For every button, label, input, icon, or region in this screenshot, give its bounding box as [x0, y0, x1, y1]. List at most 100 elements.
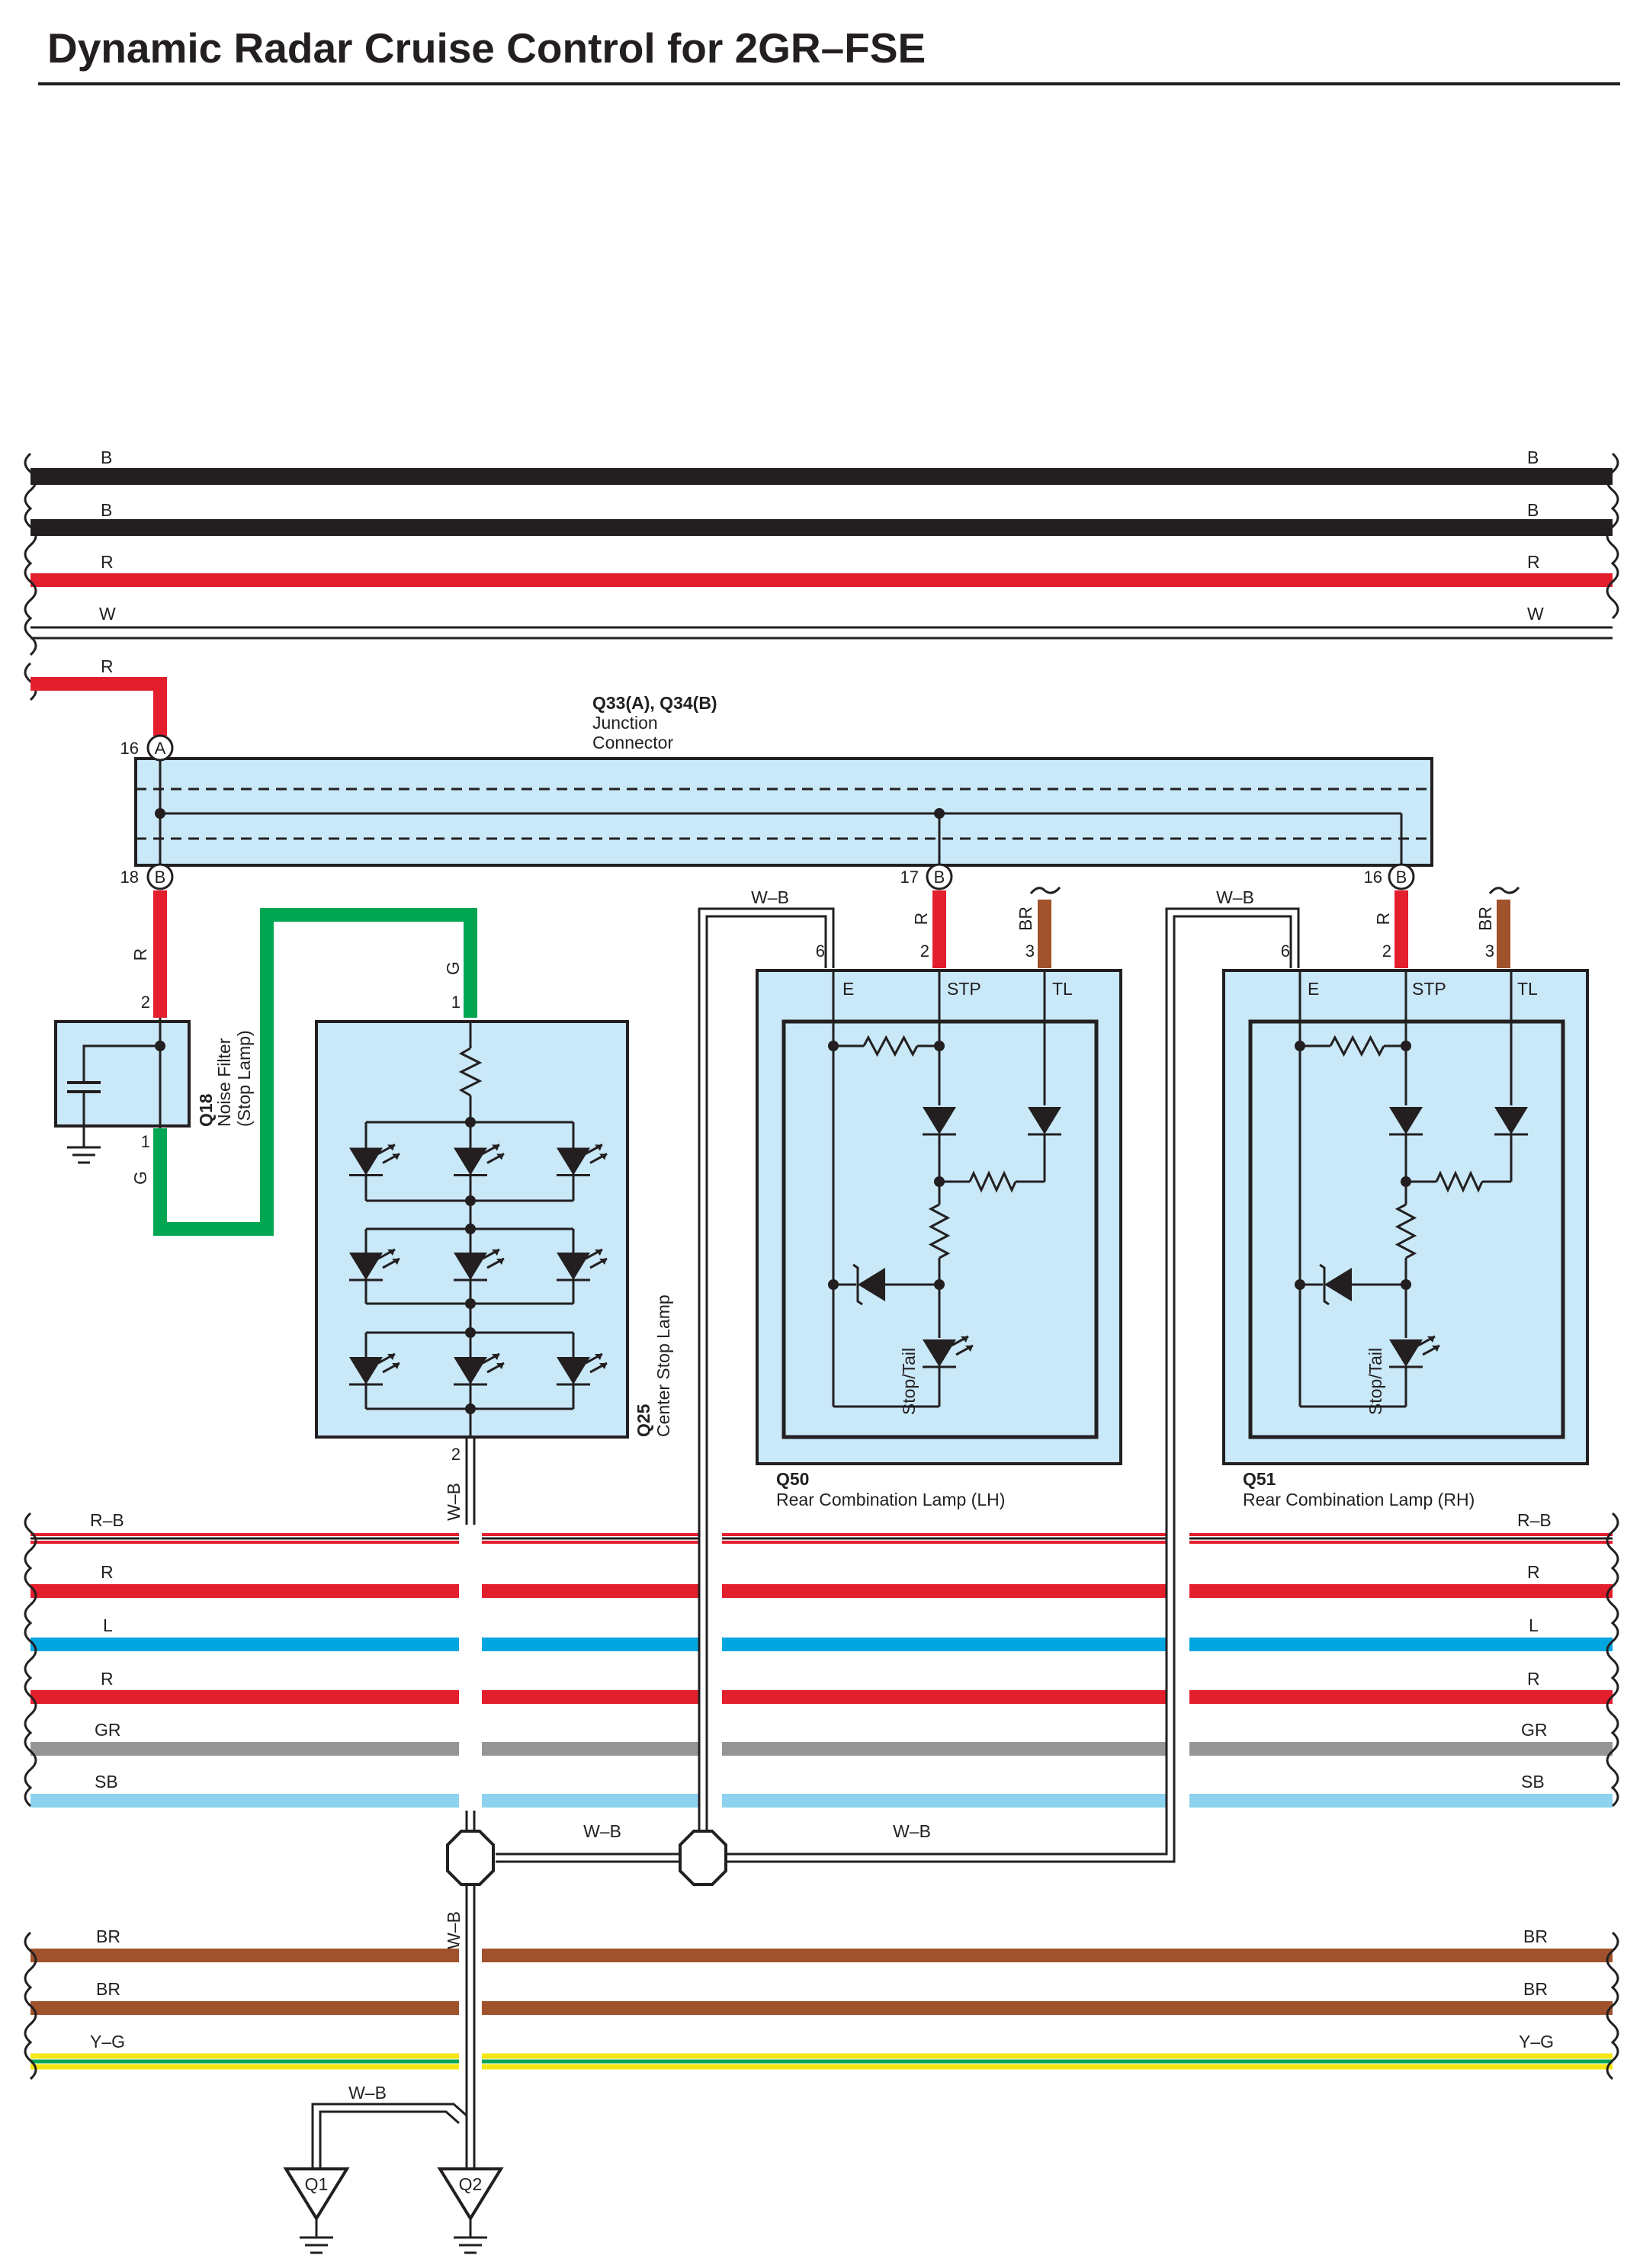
- pin-letter: B: [934, 868, 945, 887]
- led-arrow-icon: [595, 1144, 602, 1151]
- diode-icon: [454, 1357, 487, 1384]
- terminal-label: TL: [1052, 979, 1073, 999]
- pin-number: 2: [141, 993, 150, 1012]
- diode-icon: [454, 1147, 487, 1176]
- terminal-label: TL: [1517, 979, 1538, 999]
- center-stop-lamp-q25: 1 2 Q25 Center Stop Lamp: [315, 993, 673, 1464]
- wire-wb: [698, 907, 835, 1841]
- wire-label: L: [103, 1615, 113, 1635]
- internal-label: Stop/Tail: [1366, 1348, 1385, 1415]
- wire-label: W–B: [1216, 887, 1254, 907]
- led-arrow-icon: [387, 1354, 395, 1360]
- pin-number: 2: [1382, 942, 1391, 961]
- led-arrow-icon: [392, 1259, 400, 1265]
- wire-label: R: [1527, 1562, 1540, 1582]
- lamp-rh-circuit: [1295, 970, 1528, 1408]
- led-arrow-icon: [595, 1354, 602, 1360]
- pin-number: 1: [141, 1132, 150, 1151]
- pin-marker: [146, 734, 174, 762]
- wb-return-wires: W–B W–B W–B W–B W–B: [444, 887, 1300, 1949]
- led-arrow-icon: [496, 1153, 504, 1160]
- led-arrow-icon: [599, 1363, 607, 1369]
- wire-wb: [311, 2081, 468, 2169]
- wire-label: Y–G: [90, 2032, 125, 2051]
- rear-combination-lamp-lh: R BR 6 2 3 E STP TL Stop/Tail Q50 Rear C…: [756, 887, 1122, 1509]
- bus-break-right: [1606, 452, 1619, 620]
- pin-marker: [146, 863, 174, 890]
- led-arrow-icon: [599, 1153, 607, 1160]
- led-arrow-icon: [392, 1363, 400, 1369]
- crossing-gap: [459, 1944, 482, 2077]
- diode-icon: [1494, 1107, 1528, 1134]
- component-code: Q33(A), Q34(B): [592, 693, 717, 713]
- ground-q2-icon: [437, 2167, 504, 2221]
- led-arrow-icon: [965, 1346, 973, 1352]
- led-arrow-icon: [496, 1259, 504, 1265]
- resistor-icon: [1394, 1203, 1417, 1259]
- zener-diode-icon: [858, 1268, 885, 1301]
- wire-label: B: [1527, 448, 1539, 467]
- pin-number: 2: [451, 1445, 461, 1464]
- pin-marker: [926, 863, 953, 890]
- pin-number: 3: [1025, 942, 1035, 961]
- resistor-icon: [928, 1203, 951, 1259]
- noise-filter-q18: 2 1 Q18 Noise Filter (Stop Lamp): [54, 993, 254, 1164]
- wire-label: W: [99, 604, 116, 624]
- diode-icon: [1028, 1107, 1061, 1134]
- wire-wb: [724, 907, 1300, 1856]
- wire-label: R: [1373, 913, 1393, 925]
- wire-label: Y–G: [1519, 2032, 1554, 2051]
- pin-number: 16: [120, 739, 139, 758]
- wire-label: GR: [1521, 1720, 1548, 1740]
- wire-label: R–B: [1517, 1510, 1552, 1530]
- pin-letter: B: [155, 868, 166, 887]
- wire-break: [1029, 887, 1061, 894]
- wire-label: G: [130, 1171, 150, 1185]
- lamp-lh-circuit: [828, 970, 1061, 1408]
- component-name: Rear Combination Lamp (RH): [1243, 1490, 1475, 1509]
- component-name: Noise Filter: [214, 1038, 234, 1127]
- wire-label: W–B: [893, 1821, 931, 1841]
- bus-break-right: [1606, 1512, 1619, 1808]
- led-arrow-icon: [392, 1153, 400, 1160]
- bus-break-right: [1606, 1931, 1619, 2080]
- junction-body: [134, 757, 1433, 867]
- pin-marker: [1388, 863, 1415, 890]
- pin-number: 2: [920, 942, 929, 961]
- terminal-label: E: [842, 979, 854, 999]
- wire-label: W–B: [348, 2083, 387, 2103]
- crossing-gap: [1167, 1525, 1189, 1811]
- noise-filter-body: [54, 1020, 191, 1128]
- diagram-title: Dynamic Radar Cruise Control for 2GR–FSE: [47, 24, 926, 72]
- component-name: Junction: [592, 713, 658, 733]
- wire-label: W: [1527, 604, 1544, 624]
- component-code: Q18: [196, 1093, 216, 1127]
- component-name: Rear Combination Lamp (LH): [776, 1490, 1005, 1509]
- junction-connector: Q33(A), Q34(B) Junction Connector A 16 B…: [120, 693, 1433, 890]
- diode-icon: [1389, 1339, 1423, 1367]
- resistor-icon: [1329, 1035, 1385, 1057]
- led-array: [349, 1117, 608, 1414]
- wire-break: [1488, 887, 1520, 894]
- diode-icon: [349, 1357, 383, 1384]
- splice-dot: [934, 808, 945, 819]
- wire-label: B: [101, 448, 112, 467]
- bottom-bus: BR BR BR BR Y–G Y–G: [24, 1926, 1619, 2081]
- terminal-label: E: [1308, 979, 1319, 999]
- diode-icon: [1389, 1107, 1423, 1134]
- led-arrow-icon: [387, 1144, 395, 1151]
- wire-label: R: [101, 656, 114, 676]
- pin-number: 16: [1364, 868, 1382, 887]
- led-arrow-icon: [387, 1249, 395, 1256]
- component-code: Q25: [634, 1403, 653, 1437]
- splice-dot: [155, 808, 165, 819]
- component-name: (Stop Lamp): [234, 1030, 254, 1127]
- wire-label: SB: [95, 1772, 118, 1792]
- resistor-icon: [968, 1170, 1017, 1193]
- splice-point: [679, 1830, 727, 1886]
- resistor-icon: [458, 1047, 483, 1097]
- component-name: Connector: [592, 733, 673, 752]
- resistor-icon: [862, 1035, 919, 1057]
- top-bus: B B B B R R W W R: [24, 448, 1619, 701]
